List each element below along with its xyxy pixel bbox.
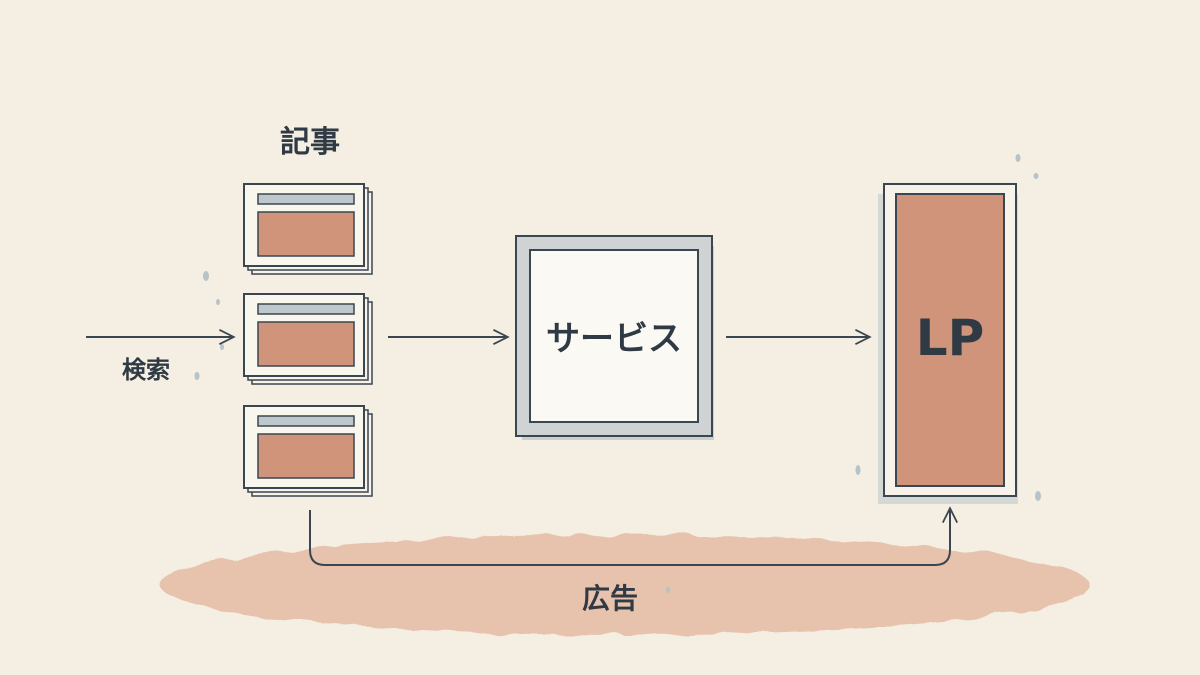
article-card-3 — [243, 405, 373, 497]
label-articles: 記事 — [280, 125, 340, 160]
label-search: 検索 — [122, 356, 170, 384]
label-lp: LP — [916, 309, 985, 367]
arrow-articles-to-lp-ad — [309, 510, 950, 566]
label-ad: 広告 — [582, 582, 638, 615]
water-droplets — [194, 154, 1041, 593]
article-card-1 — [243, 183, 373, 275]
lp-box — [878, 183, 1018, 504]
floor-wash — [160, 535, 1090, 635]
service-box — [515, 235, 714, 440]
article-card-2 — [243, 293, 373, 385]
label-service: サービス — [546, 319, 682, 359]
